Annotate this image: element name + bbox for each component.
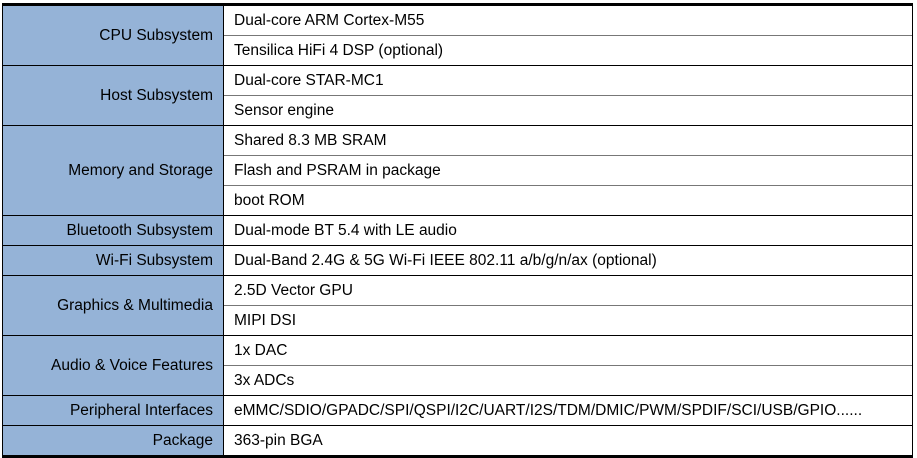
feature-value: Flash and PSRAM in package (223, 155, 913, 186)
category-label: Graphics & Multimedia (2, 275, 224, 336)
feature-value: Shared 8.3 MB SRAM (223, 125, 913, 156)
feature-value: Dual-core ARM Cortex-M55 (223, 4, 913, 36)
feature-value: 363-pin BGA (223, 425, 913, 457)
table-row: Flash and PSRAM in package (3, 155, 913, 186)
table-row: boot ROM (3, 185, 913, 216)
category-label: CPU Subsystem (2, 4, 224, 66)
feature-value: boot ROM (223, 185, 913, 216)
feature-value: Dual-Band 2.4G & 5G Wi-Fi IEEE 802.11 a/… (223, 245, 913, 276)
feature-value: Sensor engine (223, 95, 913, 126)
feature-value: Dual-core STAR-MC1 (223, 65, 913, 96)
table-row: Sensor engine (3, 95, 913, 126)
feature-value: 2.5D Vector GPU (223, 275, 913, 306)
feature-value: eMMC/SDIO/GPADC/SPI/QSPI/I2C/UART/I2S/TD… (223, 395, 913, 426)
table-row: 3x ADCs (3, 365, 913, 396)
category-label: Memory and Storage (2, 125, 224, 216)
category-label: Package (2, 425, 224, 457)
feature-value: Tensilica HiFi 4 DSP (optional) (223, 35, 913, 66)
feature-value: 3x ADCs (223, 365, 913, 396)
table-row: Tensilica HiFi 4 DSP (optional) (3, 35, 913, 66)
category-label: Audio & Voice Features (2, 335, 224, 396)
category-label: Host Subsystem (2, 65, 224, 126)
feature-value: 1x DAC (223, 335, 913, 366)
table-row: MIPI DSI (3, 305, 913, 336)
category-label: Wi-Fi Subsystem (2, 245, 224, 276)
category-label: Peripheral Interfaces (2, 395, 224, 426)
category-label: Bluetooth Subsystem (2, 215, 224, 246)
feature-value: Dual-mode BT 5.4 with LE audio (223, 215, 913, 246)
feature-value: MIPI DSI (223, 305, 913, 336)
